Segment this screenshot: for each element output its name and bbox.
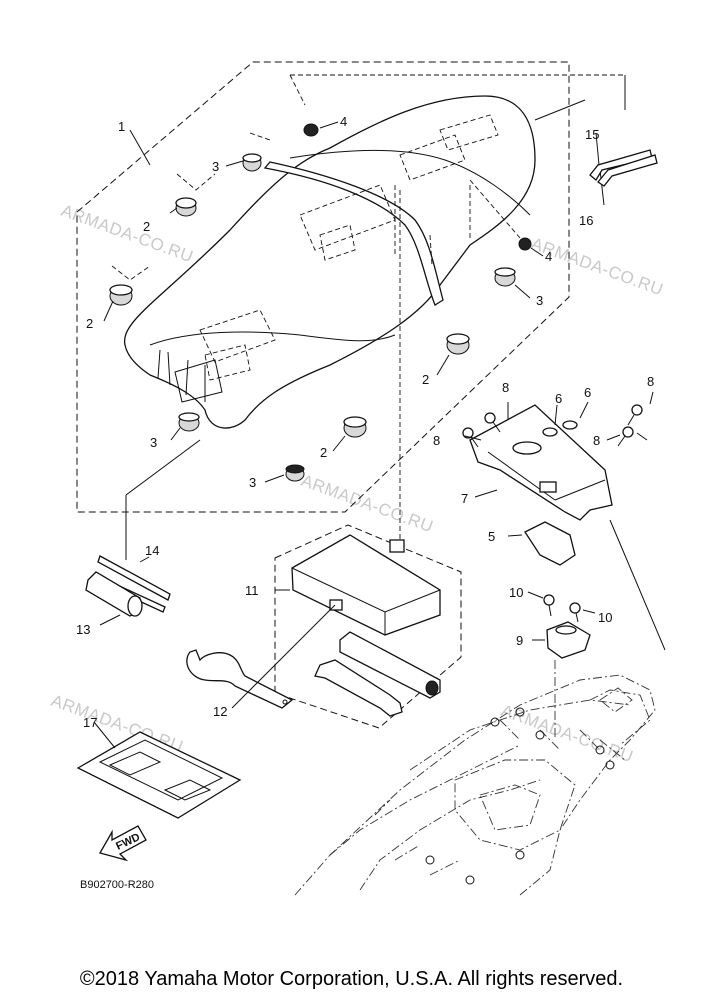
- callout-11: 11: [245, 583, 259, 598]
- watermark: ARMADA-CO.RU: [529, 234, 666, 299]
- callout-1: 1: [118, 119, 125, 134]
- toolkit-boundary: [274, 524, 462, 729]
- callout-3: 3: [249, 475, 256, 490]
- seat-assembly-boundary: [76, 61, 570, 513]
- callout-14: 14: [145, 543, 159, 558]
- callout-2: 2: [422, 372, 429, 387]
- watermark: ARMADA-CO.RU: [499, 701, 636, 766]
- hex-keys: [589, 132, 658, 187]
- rear-frame: [294, 674, 656, 896]
- seat-lock-bracket: [462, 391, 666, 651]
- callout-16: 16: [579, 213, 593, 228]
- callout-10: 10: [598, 610, 612, 625]
- seat: [123, 95, 536, 429]
- callout-10: 10: [509, 585, 523, 600]
- diagram-code: B902700-R280: [80, 879, 154, 891]
- fwd-arrow: FWD: [99, 825, 147, 862]
- callout-4: 4: [545, 249, 552, 264]
- callout-2: 2: [86, 316, 93, 331]
- callout-3: 3: [536, 293, 543, 308]
- hook-wrench: [186, 604, 336, 709]
- wrench-and-tube: [314, 631, 441, 717]
- lock-cylinder: [527, 591, 596, 740]
- callout-8: 8: [502, 380, 509, 395]
- callout-6: 6: [555, 391, 562, 406]
- seat-dampers: [109, 123, 532, 482]
- callout-5: 5: [488, 529, 495, 544]
- callout-2: 2: [320, 445, 327, 460]
- callout-6: 6: [584, 385, 591, 400]
- callout-12: 12: [213, 704, 227, 719]
- watermark: ARMADA-CO.RU: [299, 471, 436, 536]
- parts-diagram: ARMADA-CO.RU ARMADA-CO.RU ARMADA-CO.RU A…: [49, 61, 666, 896]
- callout-9: 9: [516, 633, 523, 648]
- owners-manual: [76, 721, 242, 819]
- leader-lines: [103, 74, 626, 560]
- callouts: 1 2 2 2 2 3 3 3 3 4 4 5 6 6 7 8 8 8 8 9 …: [76, 114, 654, 730]
- callout-8: 8: [593, 433, 600, 448]
- screwdriver: [85, 555, 171, 626]
- nuts-6: [542, 420, 578, 437]
- callout-2: 2: [143, 219, 150, 234]
- callout-13: 13: [76, 622, 90, 637]
- copyright-notice: ©2018 Yamaha Motor Corporation, U.S.A. A…: [79, 968, 624, 990]
- callout-17: 17: [83, 715, 97, 730]
- callout-8: 8: [647, 374, 654, 389]
- callout-3: 3: [150, 435, 157, 450]
- callout-7: 7: [461, 491, 468, 506]
- callout-8: 8: [433, 433, 440, 448]
- callout-4: 4: [340, 114, 347, 129]
- callout-3: 3: [212, 159, 219, 174]
- tool-bag: [275, 534, 441, 636]
- callout-15: 15: [585, 127, 599, 142]
- bolts-8: [462, 404, 643, 448]
